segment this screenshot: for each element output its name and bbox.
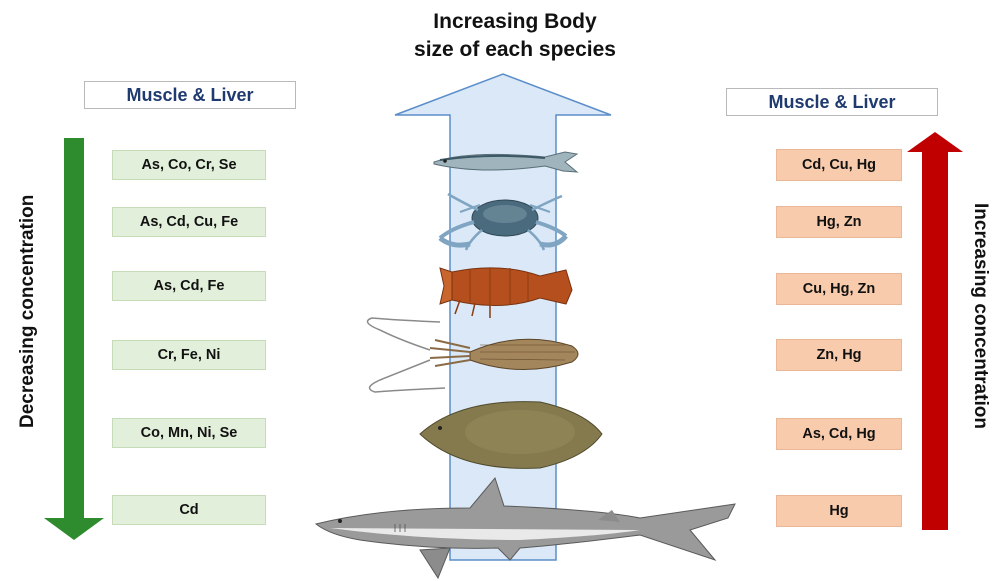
diagram-title-line2: size of each species bbox=[300, 36, 730, 63]
right-item-3: Cu, Hg, Zn bbox=[776, 273, 902, 305]
body-size-arrow bbox=[395, 74, 611, 560]
left-item-1: As, Co, Cr, Se bbox=[112, 150, 266, 180]
decreasing-concentration-label: Decreasing concentration bbox=[17, 198, 39, 428]
diagram-title-line1: Increasing Body bbox=[300, 8, 730, 35]
left-item-2: As, Cd, Cu, Fe bbox=[112, 207, 266, 237]
left-item-6: Cd bbox=[112, 495, 266, 525]
right-item-5: As, Cd, Hg bbox=[776, 418, 902, 450]
right-item-2: Hg, Zn bbox=[776, 206, 902, 238]
left-header: Muscle & Liver bbox=[84, 81, 296, 109]
right-header: Muscle & Liver bbox=[726, 88, 938, 116]
left-item-4: Cr, Fe, Ni bbox=[112, 340, 266, 370]
left-item-5: Co, Mn, Ni, Se bbox=[112, 418, 266, 448]
increasing-concentration-label: Increasing concentration bbox=[969, 203, 991, 423]
increasing-arrow bbox=[907, 132, 963, 530]
right-item-1: Cd, Cu, Hg bbox=[776, 149, 902, 181]
right-item-4: Zn, Hg bbox=[776, 339, 902, 371]
flatfish-icon bbox=[420, 402, 602, 469]
decreasing-arrow bbox=[44, 138, 104, 540]
left-item-3: As, Cd, Fe bbox=[112, 271, 266, 301]
right-item-6: Hg bbox=[776, 495, 902, 527]
